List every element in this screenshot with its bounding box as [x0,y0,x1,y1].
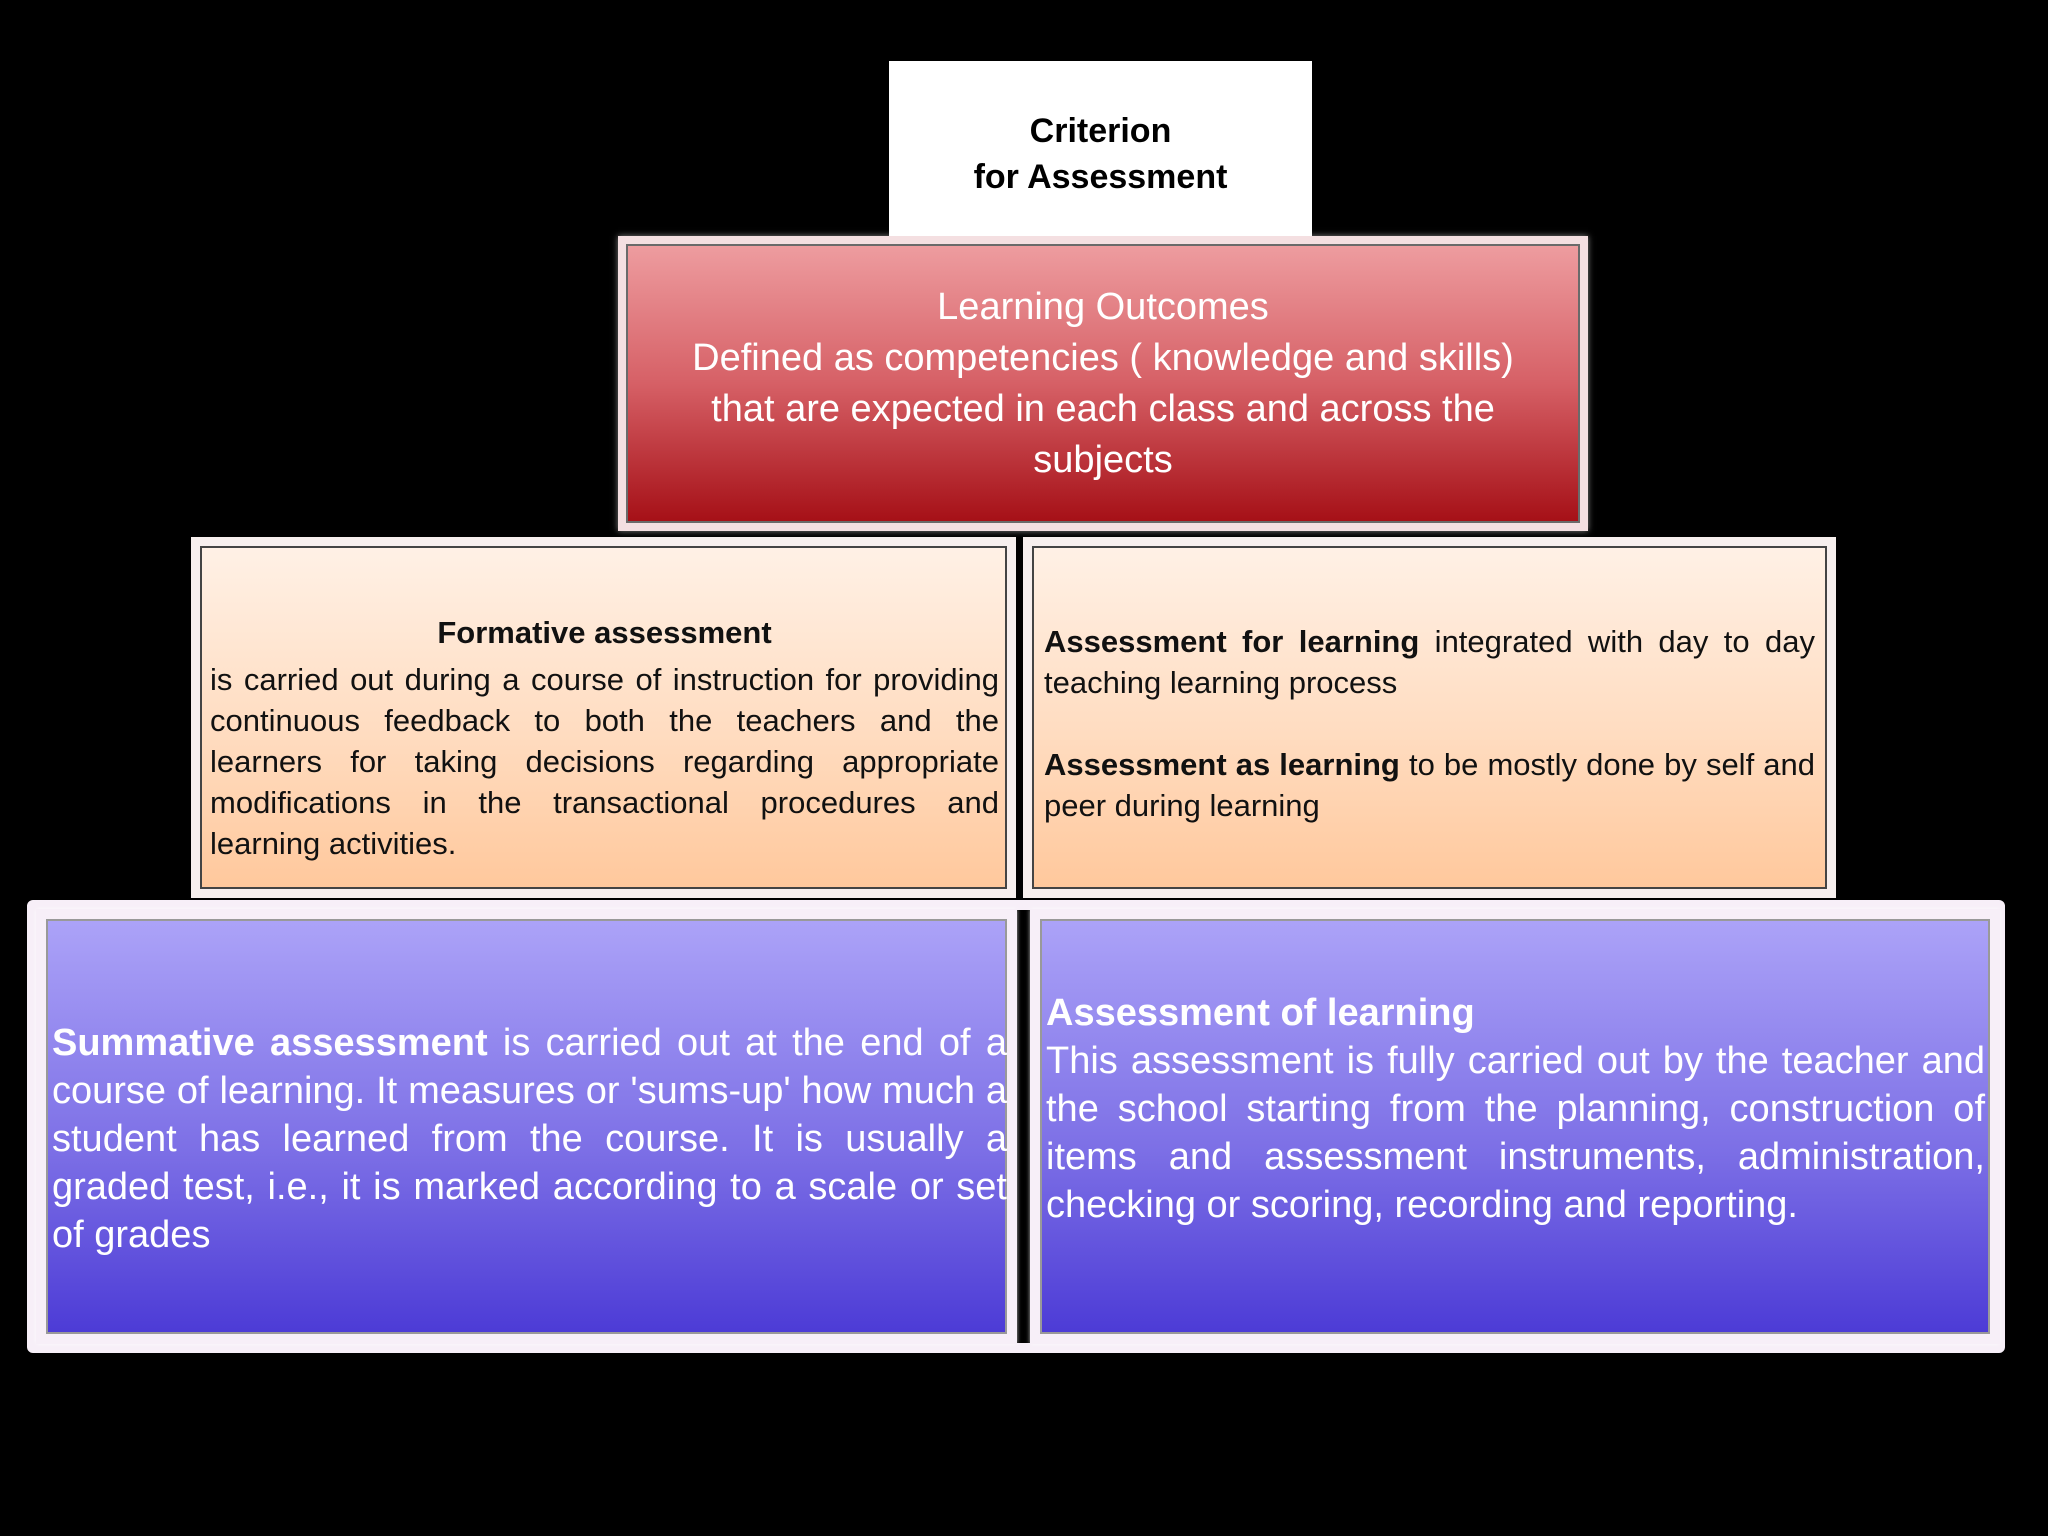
summative-assessment-box: Summative assessment is carried out at t… [36,909,1017,1344]
summative-text: is carried out at the end of a course of… [52,1022,1007,1256]
summative-body: Summative assessment is carried out at t… [52,1019,1007,1259]
bottom-frame [27,900,2005,1353]
outcomes-line-4: subjects [1033,438,1173,481]
summative-label: Summative assessment [52,1022,488,1064]
assessment-of-learning-heading: Assessment of learning [1046,992,1475,1034]
assessment-for-as-learning-box: Assessment for learning integrated with … [1023,537,1836,898]
assessment-as-learning-label: Assessment as learning [1044,747,1400,782]
outcomes-line-3: that are expected in each class and acro… [711,387,1495,430]
assessment-for-learning-label: Assessment for learning [1044,624,1420,659]
learning-outcomes-box: Learning Outcomes Defined as competencie… [618,236,1588,531]
formative-heading: Formative assessment [437,615,772,650]
assessment-as-learning-paragraph: Assessment as learning to be mostly done… [1044,744,1815,826]
assessment-of-learning-body: This assessment is fully carried out by … [1046,1040,1985,1226]
criterion-title-card: Criterion for Assessment [889,61,1312,239]
assessment-of-learning-box: Assessment of learning This assessment i… [1030,909,2000,1344]
outcomes-line-2: Defined as competencies ( knowledge and … [692,336,1514,379]
title-line-2: for Assessment [973,158,1228,196]
assessment-for-learning-paragraph: Assessment for learning integrated with … [1044,621,1815,703]
assessment-as-learning-text: to be mostly done by self and peer durin… [1044,747,1815,823]
formative-assessment-box: Formative assessment is carried out duri… [191,537,1016,898]
formative-body: is carried out during a course of instru… [210,662,999,861]
title-line-1: Criterion [1029,112,1172,150]
assessment-for-learning-text: integrated with day to day teaching lear… [1044,624,1815,700]
outcomes-heading: Learning Outcomes [937,285,1269,328]
